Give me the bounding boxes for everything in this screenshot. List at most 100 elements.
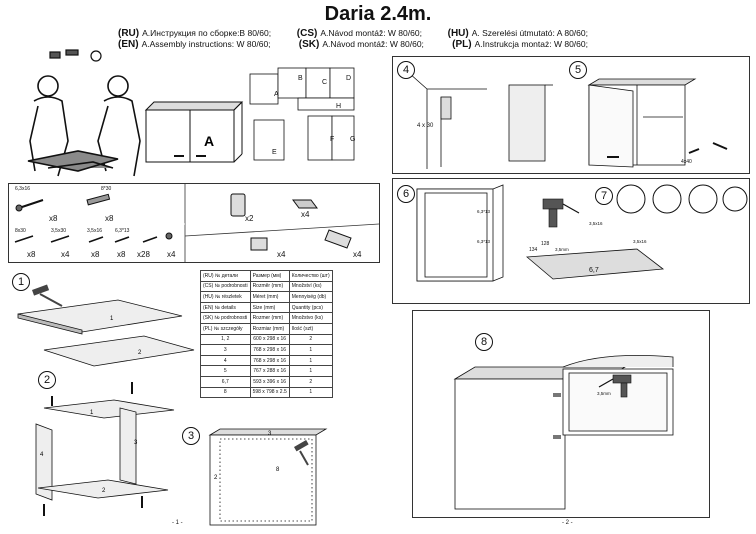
- hammer-icon: [294, 439, 309, 466]
- table-cell: (PL) № szczegóły: [200, 322, 251, 335]
- lang-code: (HU): [447, 28, 469, 39]
- screw-spec: 8x30: [15, 228, 26, 234]
- corner-bracket-icon: [230, 193, 246, 217]
- module-letter: G: [350, 136, 355, 143]
- screw-spec: 3,5x30: [51, 228, 67, 234]
- step-number: 7: [595, 187, 613, 205]
- wall-cabinet-drawing: [144, 101, 244, 163]
- dimension-label: 6,3*13: [477, 239, 491, 244]
- hardware-drawings: [9, 184, 380, 262]
- table-cell: 1: [288, 354, 333, 367]
- screw-icon: [15, 199, 44, 212]
- two-people-illustration: [27, 75, 141, 177]
- table-cell: 6,7: [200, 375, 251, 388]
- screw-size: 4 x 30: [417, 123, 434, 129]
- hinge-icon: [553, 393, 561, 439]
- panel-label: 4: [40, 452, 44, 458]
- tools-icon: [49, 49, 102, 62]
- dimension-label: 128: [541, 241, 550, 247]
- table-cell: 3: [200, 344, 251, 356]
- document-title: Daria 2.4m.: [324, 3, 432, 25]
- lang-text: A.Assembly instructions: W 80/60;: [141, 39, 271, 49]
- table-cell: 768 x 298 x 16: [249, 344, 290, 356]
- table-cell: 600 x 298 x 16: [249, 333, 290, 346]
- step-number: 3: [182, 427, 200, 445]
- language-list: (RU)A.Инструкция по сборке:B 80/60; (CS)…: [118, 28, 588, 50]
- panel-label: 2: [214, 475, 218, 481]
- language-row-2: (EN)A.Assembly instructions: W 80/60; (S…: [118, 39, 588, 50]
- shelf-support-icon: [292, 199, 318, 209]
- table-cell: (HU) № részletek: [200, 291, 251, 303]
- step-3-drawing: 3 2 8: [208, 428, 328, 526]
- hinge-plate-icon: [250, 237, 268, 251]
- table-cell: 2: [288, 333, 333, 346]
- drill-icon: [598, 374, 632, 398]
- module-letter: E: [272, 149, 277, 156]
- panel-label: 1: [90, 410, 94, 416]
- steps-4-5-drawing: [408, 72, 728, 169]
- step-number: 5: [569, 61, 587, 79]
- panel-label: 1: [110, 316, 114, 322]
- lang-text: A.Instrukcja montaż: W 80/60;: [474, 39, 588, 49]
- table-cell: Množství (ks): [288, 280, 333, 293]
- panel-label: 3: [268, 431, 272, 437]
- table-cell: (EN) № details: [200, 301, 251, 314]
- table-cell: (RU) № детали: [200, 270, 251, 282]
- language-row-1: (RU)A.Инструкция по сборке:B 80/60; (CS)…: [118, 28, 588, 39]
- screw-size: 3,5x16: [633, 239, 647, 244]
- panel-label: 6,7: [589, 267, 599, 274]
- lang-text: A.Návod montáž: W 80/60;: [320, 28, 422, 38]
- table-cell: Méret (mm): [249, 291, 290, 303]
- page-number: - 1 -: [172, 520, 183, 526]
- screw-qty: x4: [167, 250, 176, 259]
- table-cell: Ilość (szt): [288, 322, 333, 335]
- table-cell: (SK) № podrobnosti: [200, 312, 251, 324]
- module-letter: A: [274, 91, 279, 98]
- step-number: 6: [397, 185, 415, 203]
- table-cell: 768 x 298 x 16: [249, 354, 290, 367]
- table-cell: 2: [288, 375, 333, 388]
- hammer-icon: [32, 284, 63, 307]
- screw-spec: 6,3x16: [15, 186, 31, 192]
- step-number: 2: [38, 371, 56, 389]
- panel-label: 3: [134, 440, 138, 446]
- table-cell: 767 x 288 x 16: [249, 365, 290, 377]
- table-cell: 5: [200, 365, 251, 377]
- table-cell: 4: [200, 354, 251, 367]
- module-letter: H: [336, 103, 341, 110]
- table-cell: 1: [288, 365, 333, 377]
- steps-6-7-drawing: [416, 184, 748, 282]
- screw-icon: [43, 382, 143, 516]
- step-number: 8: [475, 333, 493, 351]
- table-cell: (CS) № podrobnosti: [200, 280, 251, 293]
- lang-text: A.Инструкция по сборке:B 80/60;: [142, 28, 272, 38]
- table-cell: Размер (мм): [249, 270, 290, 282]
- fitting-qty: x4: [301, 210, 310, 219]
- lang-text: A.Návod montáž: W 80/60;: [322, 39, 424, 49]
- step-number: 1: [12, 273, 30, 291]
- screw-spec: 8*30: [101, 186, 112, 192]
- table-cell: Rozměr (mm): [249, 280, 290, 293]
- dimension-label: 6,3*13: [477, 209, 491, 214]
- table-cell: 1, 2: [200, 333, 251, 346]
- panel-label: 2: [102, 488, 106, 494]
- steps-6-7-panel: 6 7 6,3*13 6,3*13 134 128 3,5mm 6,7 3,5x…: [392, 178, 750, 304]
- table-cell: 593 x 396 x 16: [249, 375, 290, 388]
- hardware-panel: 6,3x16 x8 8*30 x8 8x30 x8 3,5x30 x4 3,5x…: [8, 183, 380, 263]
- page-number: - 2 -: [562, 520, 573, 526]
- table-cell: 1: [288, 386, 333, 399]
- screw-icon: [688, 142, 728, 154]
- step-number: 4: [397, 61, 415, 79]
